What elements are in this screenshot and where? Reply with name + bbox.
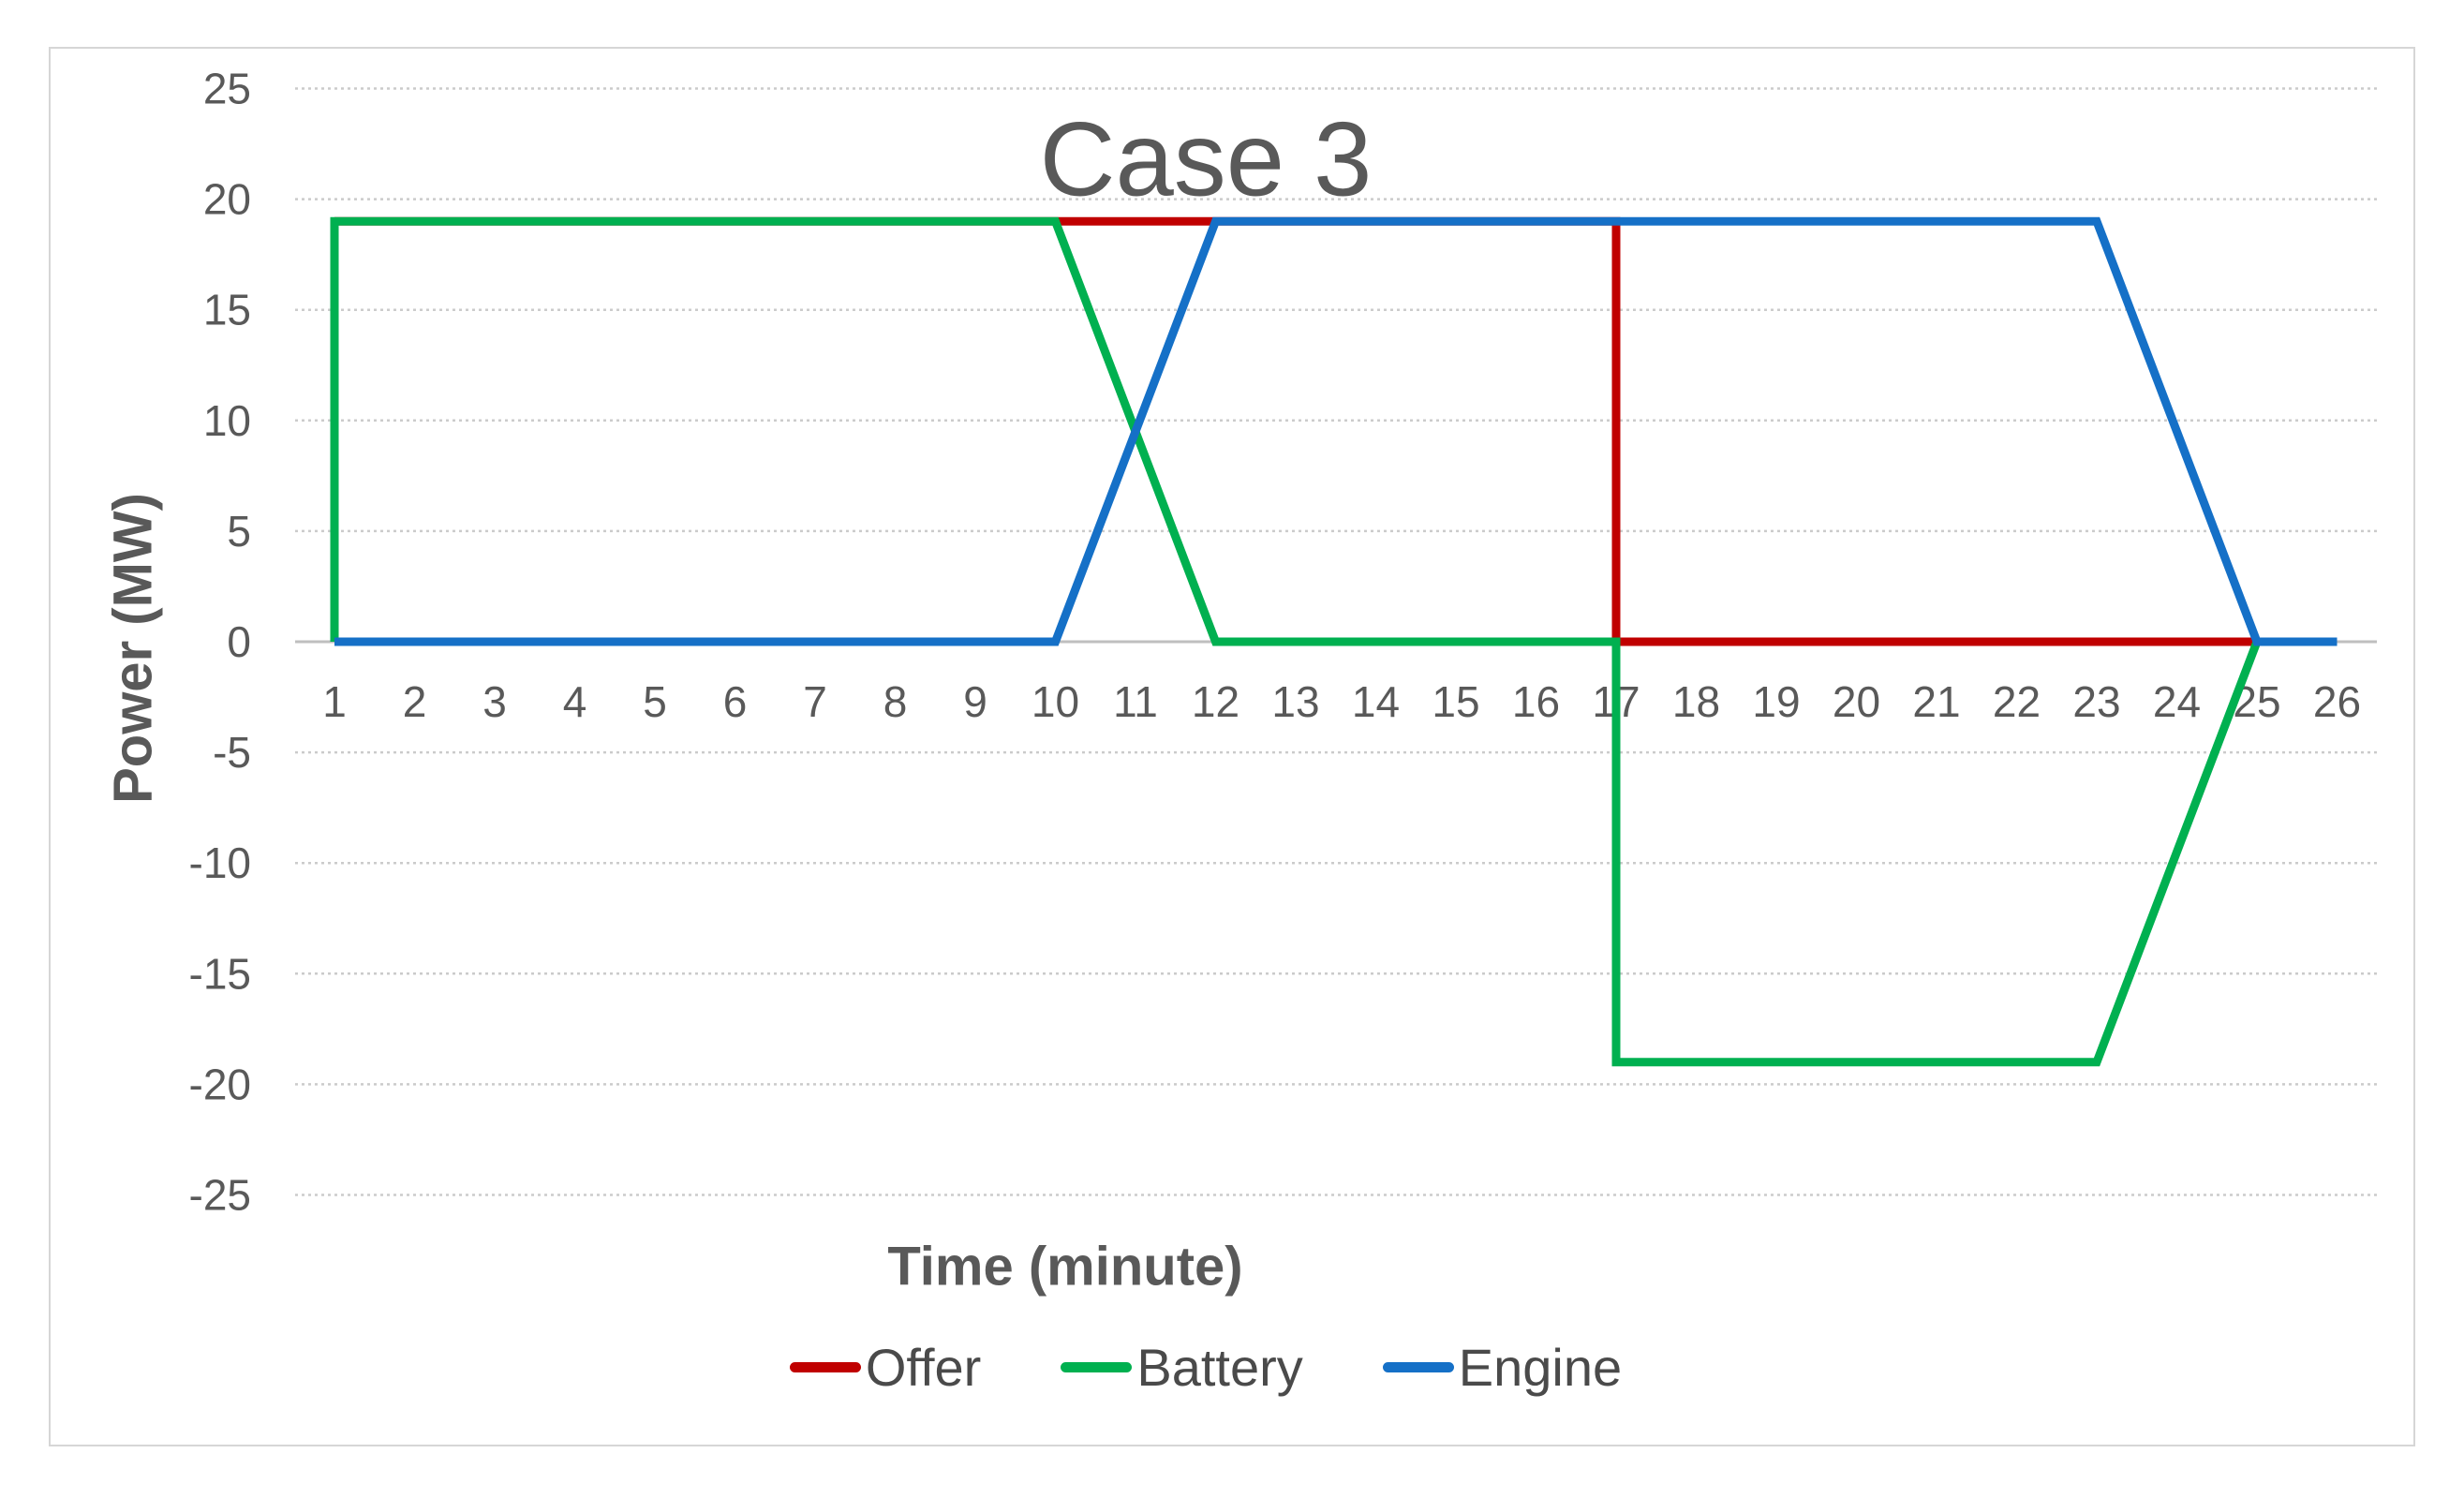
x-tick-label: 18	[1672, 677, 1720, 726]
x-tick-label: 10	[1032, 677, 1079, 726]
x-tick-label: 1	[322, 677, 347, 726]
legend-label-battery: Battery	[1136, 1337, 1303, 1397]
x-tick-label: 3	[482, 677, 507, 726]
offer-line-icon	[789, 1362, 861, 1372]
x-tick-label: 19	[1752, 677, 1800, 726]
x-tick-label: 7	[803, 677, 827, 726]
engine-line-icon	[1382, 1362, 1454, 1372]
x-axis-title: Time (minute)	[887, 1237, 1242, 1298]
x-tick-label: 22	[1993, 677, 2041, 726]
y-tick-label: 20	[203, 175, 251, 224]
y-tick-label: -25	[189, 1171, 251, 1220]
x-tick-label: 20	[1833, 677, 1880, 726]
x-tick-label: 26	[2313, 677, 2361, 726]
legend-label-offer: Offer	[865, 1337, 982, 1397]
x-tick-label: 8	[883, 677, 908, 726]
x-tick-label: 15	[1432, 677, 1479, 726]
y-tick-label: 10	[203, 396, 251, 445]
x-tick-label: 11	[1113, 677, 1158, 726]
x-tick-label: 5	[643, 677, 667, 726]
x-tick-label: 16	[1512, 677, 1560, 726]
series-line-engine	[334, 216, 2338, 646]
legend-label-engine: Engine	[1458, 1337, 1623, 1397]
y-axis-title: Power (MW)	[103, 493, 164, 804]
x-tick-label: 12	[1192, 677, 1239, 726]
x-tick-label: 4	[563, 677, 587, 726]
chart-legend: Offer Battery Engine	[51, 1327, 2413, 1407]
legend-item-engine: Engine	[1382, 1337, 1623, 1397]
x-tick-label: 24	[2153, 677, 2201, 726]
chart-title: Case 3	[1040, 101, 1373, 218]
battery-line-icon	[1061, 1362, 1133, 1372]
x-tick-label: 2	[403, 677, 427, 726]
y-tick-label: -15	[189, 949, 251, 998]
y-tick-label: 5	[227, 507, 251, 556]
legend-item-offer: Offer	[789, 1337, 982, 1397]
legend-item-battery: Battery	[1061, 1337, 1303, 1397]
x-tick-label: 13	[1271, 677, 1319, 726]
y-tick-label: -5	[213, 728, 251, 777]
x-tick-label: 9	[963, 677, 987, 726]
y-tick-label: 15	[203, 286, 251, 334]
x-tick-label: 6	[723, 677, 748, 726]
x-tick-label: 21	[1912, 677, 1960, 726]
series-line-offer	[334, 216, 2257, 646]
x-tick-label: 14	[1352, 677, 1400, 726]
x-tick-label: 23	[2072, 677, 2120, 726]
series-line-battery	[330, 216, 2262, 1067]
y-tick-label: -10	[189, 838, 251, 887]
y-tick-label: 25	[203, 65, 251, 113]
y-tick-label: 0	[227, 617, 251, 666]
series-layer	[330, 216, 2338, 1067]
y-tick-label: -20	[189, 1060, 251, 1108]
